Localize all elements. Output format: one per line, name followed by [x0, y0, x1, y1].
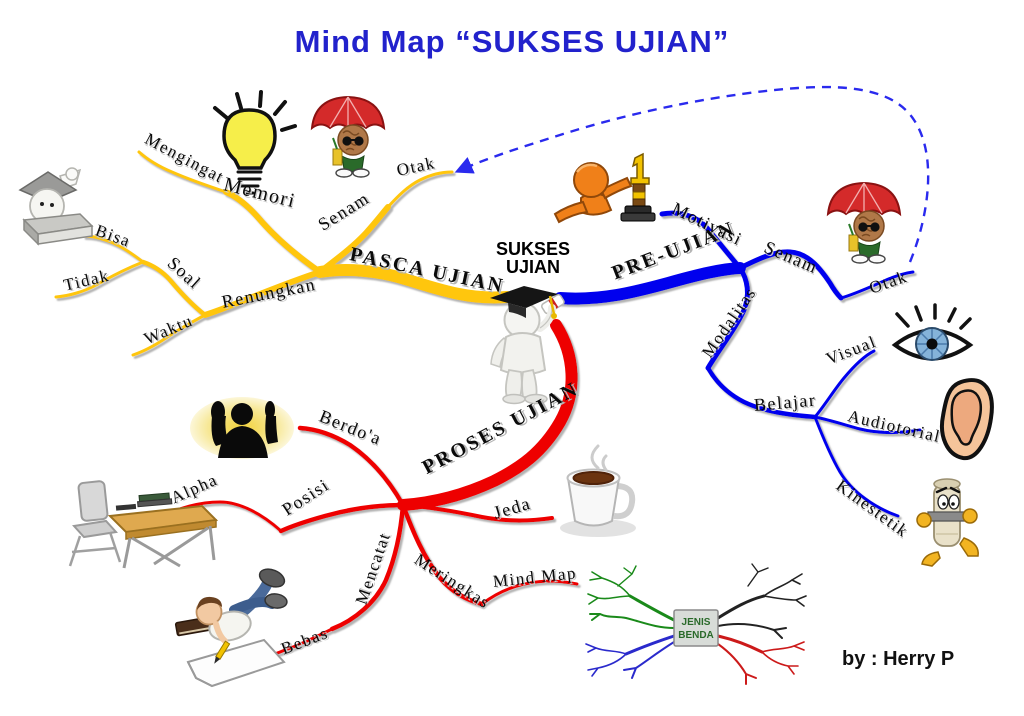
mini-mind-map-illustration: JENIS BENDA — [585, 563, 807, 685]
eye-illustration — [891, 303, 974, 361]
center-node-line1: SUKSES — [495, 239, 571, 259]
praying-silhouette-illustration — [190, 397, 294, 459]
writing-child-illustration — [174, 568, 288, 688]
number-one-trophy-figure-illustration — [553, 152, 656, 224]
dashed-link-otak-to-otak — [454, 85, 930, 263]
brain-with-umbrella-left-illustration — [311, 96, 385, 178]
branch-proses-ujian-curves — [160, 319, 579, 658]
desk-and-chair-illustration — [68, 480, 219, 569]
mini-map-center-label-line1: JENIS — [682, 617, 711, 628]
brain-with-umbrella-right-illustration — [827, 182, 901, 264]
thumbs-up-graduate-illustration — [18, 167, 94, 246]
center-node-sukses-ujian: SUKSES UJIAN — [488, 240, 578, 277]
page-title: Mind Map “SUKSES UJIAN” — [294, 24, 730, 59]
author-credit: by : Herry P — [842, 648, 955, 670]
coffee-cup-illustration — [560, 444, 636, 537]
idea-lightbulb-illustration — [213, 90, 297, 195]
graduate-character-illustration — [490, 286, 565, 405]
branch-pasca-ujian-curves — [54, 150, 513, 357]
branch-pre-ujian-curves — [554, 210, 922, 518]
center-node-line2: UJIAN — [505, 257, 560, 278]
ear-illustration — [940, 378, 994, 461]
mini-map-center-label-line2: BENDA — [678, 630, 714, 641]
running-scroll-illustration — [916, 478, 979, 567]
